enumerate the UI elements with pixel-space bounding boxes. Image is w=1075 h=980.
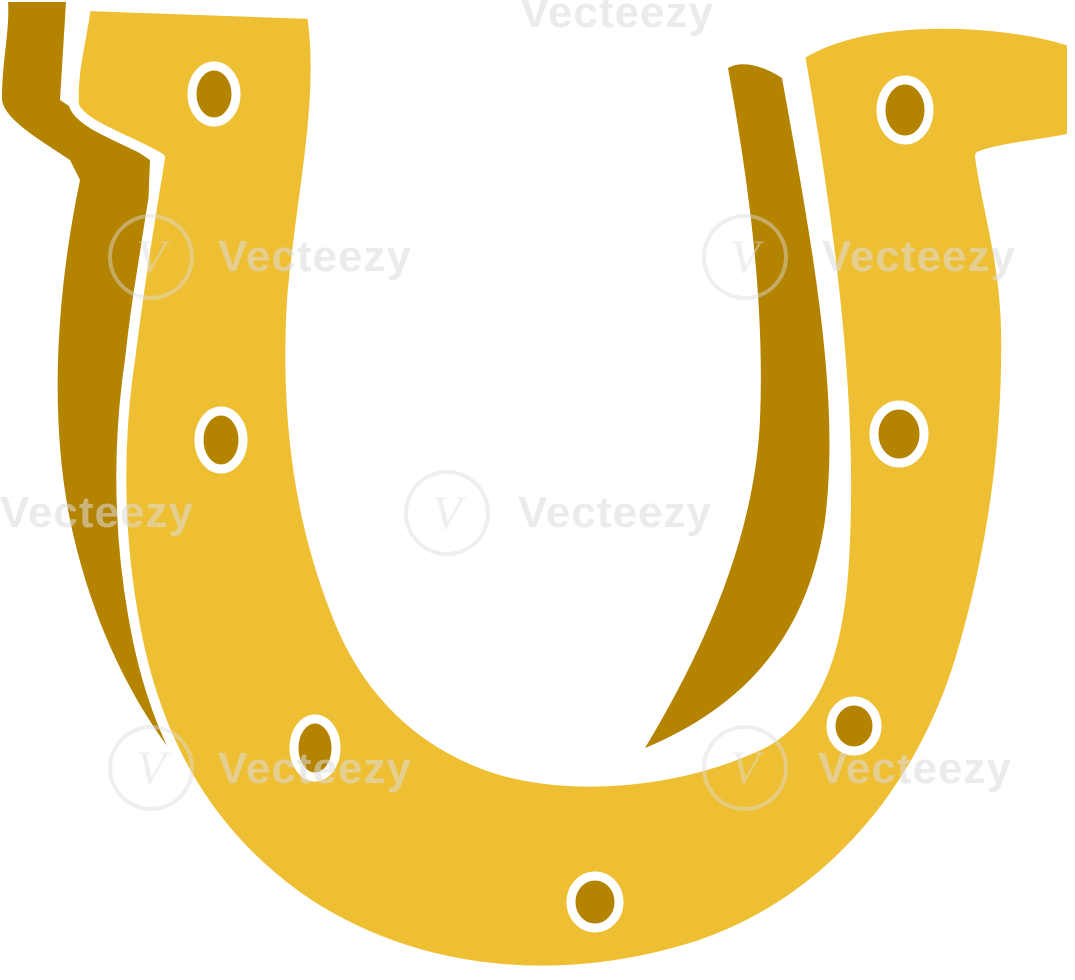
nail-hole-right-1 [876,75,934,145]
nail-hole-right-2 [869,400,929,468]
nail-hole-right-3 [826,696,882,756]
horseshoe-left-side-shadow [2,2,215,800]
nail-hole-left-3 [289,714,341,782]
nail-hole-left-1 [187,61,241,127]
nail-hole-left-2 [194,406,248,474]
horseshoe-right-side-shadow [645,64,830,748]
nail-hole-bottom [566,871,624,933]
nail-holes [187,61,934,933]
horseshoe-face [68,1,1075,976]
